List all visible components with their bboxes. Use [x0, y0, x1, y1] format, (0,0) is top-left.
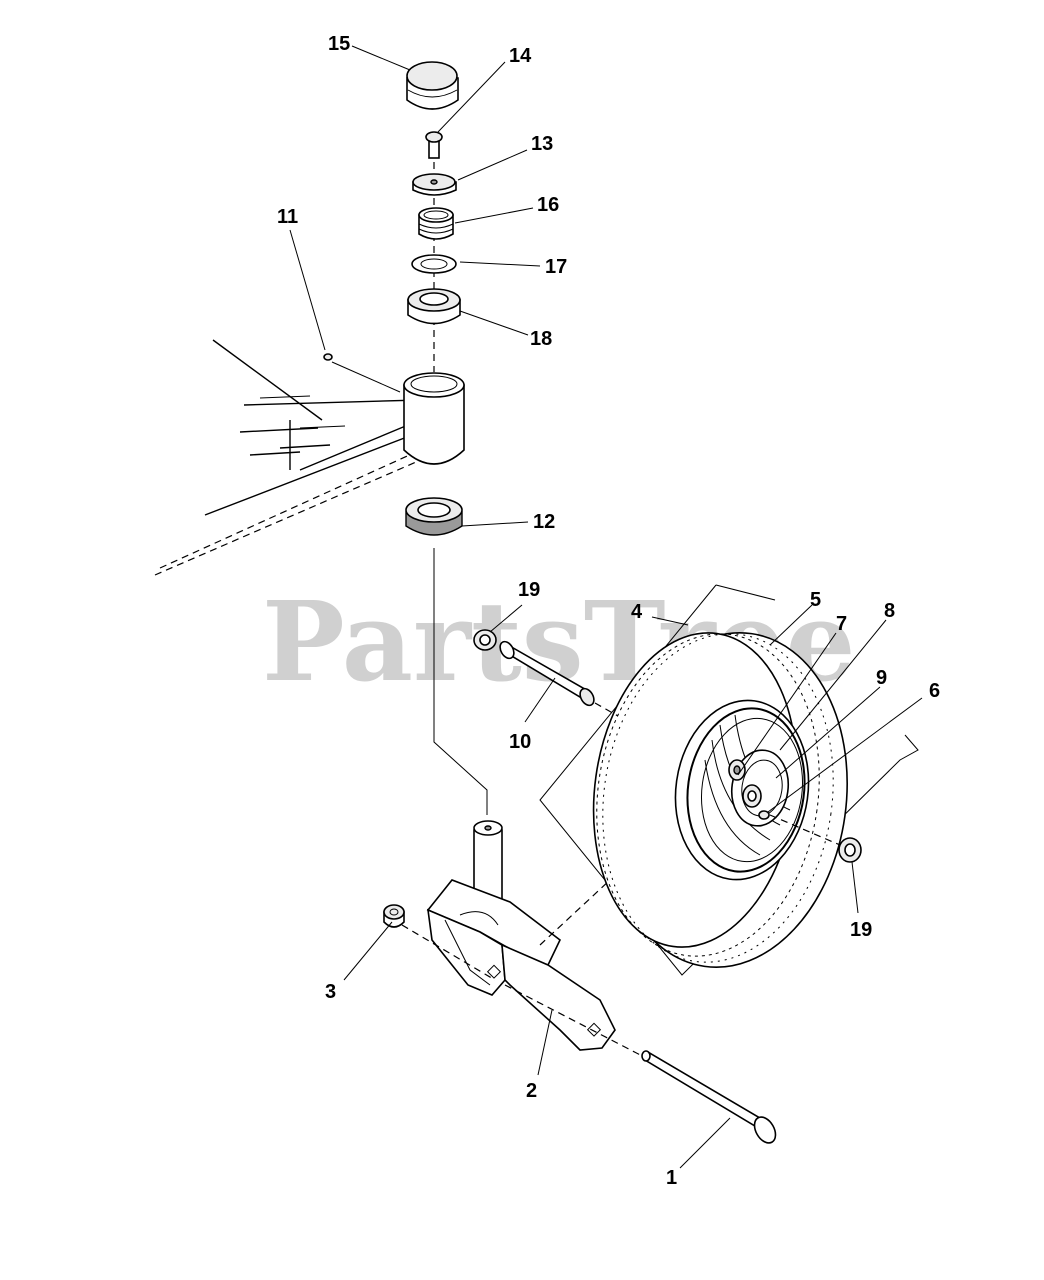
- spindle-path-line: [433, 548, 488, 815]
- axle-line-b: [504, 984, 651, 1061]
- bolt-1: [641, 1050, 777, 1144]
- callout-15: 15: [328, 33, 350, 55]
- callout-8: 8: [884, 600, 895, 622]
- nut-3: [383, 904, 405, 928]
- callout-19-left: 19: [518, 579, 540, 601]
- bushing-16: [418, 207, 454, 240]
- grease-fitting-11: [323, 353, 401, 393]
- callout-14: 14: [509, 45, 532, 67]
- callout-13: 13: [531, 133, 553, 155]
- spindle-housing: [403, 372, 465, 465]
- callout-4: 4: [631, 601, 643, 623]
- dust-cap-15: [406, 61, 459, 110]
- callout-5: 5: [810, 589, 821, 611]
- bearing-12: [405, 497, 463, 536]
- seal-17: [411, 254, 457, 274]
- callout-19-right: 19: [850, 919, 872, 941]
- caster-fork-2: [426, 820, 616, 1051]
- callout-6: 6: [929, 680, 940, 702]
- washer-13: [412, 173, 457, 196]
- callout-10: 10: [509, 731, 531, 753]
- callout-11: 11: [277, 206, 298, 228]
- callout-12: 12: [533, 511, 555, 533]
- callout-16: 16: [537, 194, 559, 216]
- spacer-tube-10: [499, 640, 619, 717]
- bearing-18: [407, 288, 461, 325]
- bearing-9: [728, 759, 770, 820]
- leader-lines: [289, 45, 923, 1169]
- callout-2: 2: [526, 1080, 537, 1102]
- wheel-assembly-4: [539, 584, 919, 976]
- axle-line-c: [539, 879, 611, 946]
- callout-9: 9: [876, 667, 887, 689]
- callout-7: 7: [836, 613, 847, 635]
- callout-17: 17: [545, 256, 567, 278]
- frame-tube: [154, 339, 433, 576]
- callout-3: 3: [325, 981, 336, 1003]
- washer-19-left: [473, 629, 497, 651]
- axle-line-a: [401, 924, 496, 981]
- washer-19-right: [838, 837, 862, 863]
- grease-fitting-14: [425, 131, 443, 159]
- callout-18: 18: [530, 328, 552, 350]
- callout-1: 1: [666, 1167, 677, 1189]
